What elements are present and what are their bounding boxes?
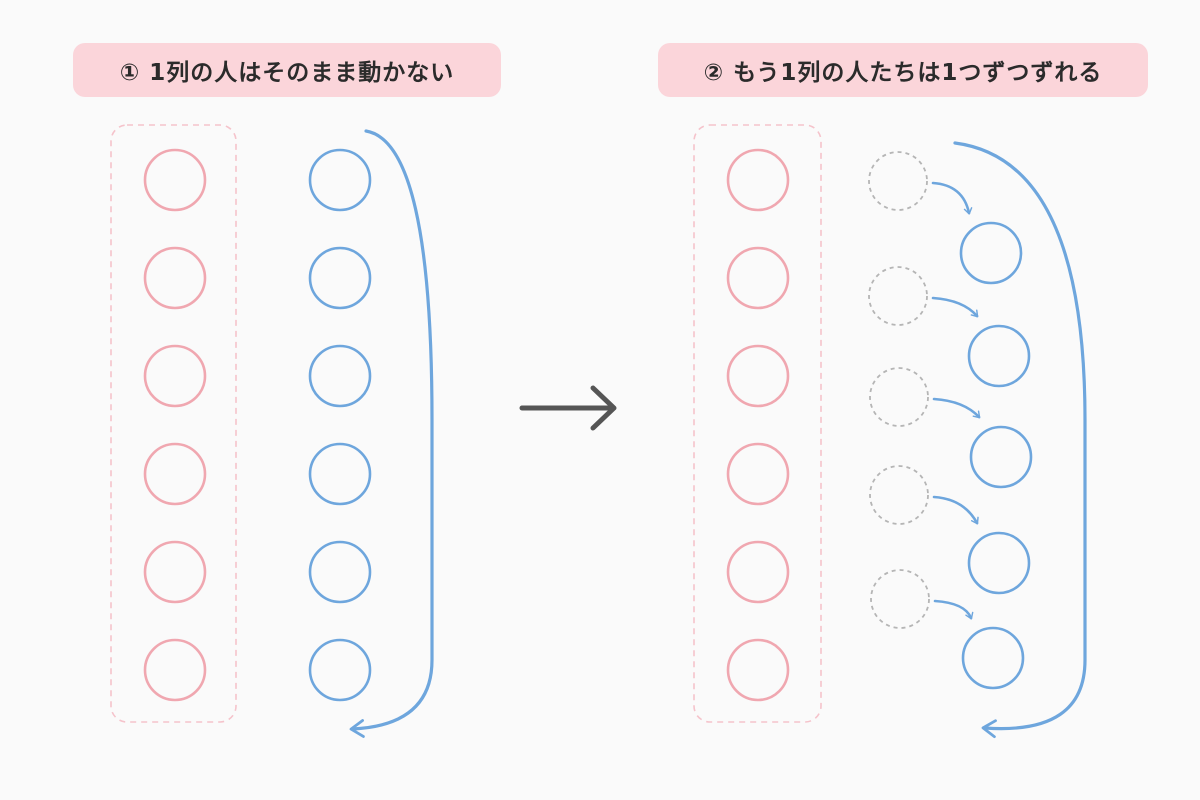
moving-person-circle [308, 638, 372, 702]
moving-person-circle [308, 540, 372, 604]
step-2-label: ② もう1列の人たちは1つずつずれる [658, 43, 1148, 97]
step-1-label: ① 1列の人はそのまま動かない [73, 43, 501, 97]
moving-person-circle [967, 531, 1031, 595]
moving-person-circle [969, 425, 1033, 489]
fixed-person-circle [726, 246, 790, 310]
moving-person-circle [967, 324, 1031, 388]
transition-arrowhead-icon [590, 385, 617, 431]
fixed-person-circle [143, 246, 207, 310]
fixed-person-circle [143, 148, 207, 212]
fixed-person-circle [726, 540, 790, 604]
shift-arrow-icon [931, 296, 979, 318]
rotation-arrow-icon [349, 129, 434, 738]
previous-position-circle [868, 151, 928, 211]
previous-position-circle [869, 367, 929, 427]
fixed-person-circle [726, 344, 790, 408]
fixed-person-circle [143, 540, 207, 604]
rotation-arrow-icon [953, 141, 1087, 739]
moving-person-circle [959, 221, 1023, 285]
shift-arrow-icon [931, 181, 973, 215]
previous-position-circle [870, 569, 930, 629]
shift-arrow-icon [932, 495, 979, 525]
fixed-person-circle [143, 344, 207, 408]
shift-arrow-icon [932, 397, 981, 419]
previous-position-circle [869, 465, 929, 525]
moving-person-circle [308, 246, 372, 310]
fixed-person-circle [143, 442, 207, 506]
moving-person-circle [308, 442, 372, 506]
fixed-person-circle [726, 442, 790, 506]
fixed-person-circle [143, 638, 207, 702]
moving-person-circle [308, 148, 372, 212]
fixed-row-outline [110, 124, 237, 723]
fixed-person-circle [726, 638, 790, 702]
fixed-row-outline [693, 124, 822, 723]
previous-position-circle [868, 266, 928, 326]
moving-person-circle [308, 344, 372, 408]
fixed-person-circle [726, 148, 790, 212]
shift-arrow-icon [933, 599, 974, 620]
moving-person-circle [961, 626, 1025, 690]
